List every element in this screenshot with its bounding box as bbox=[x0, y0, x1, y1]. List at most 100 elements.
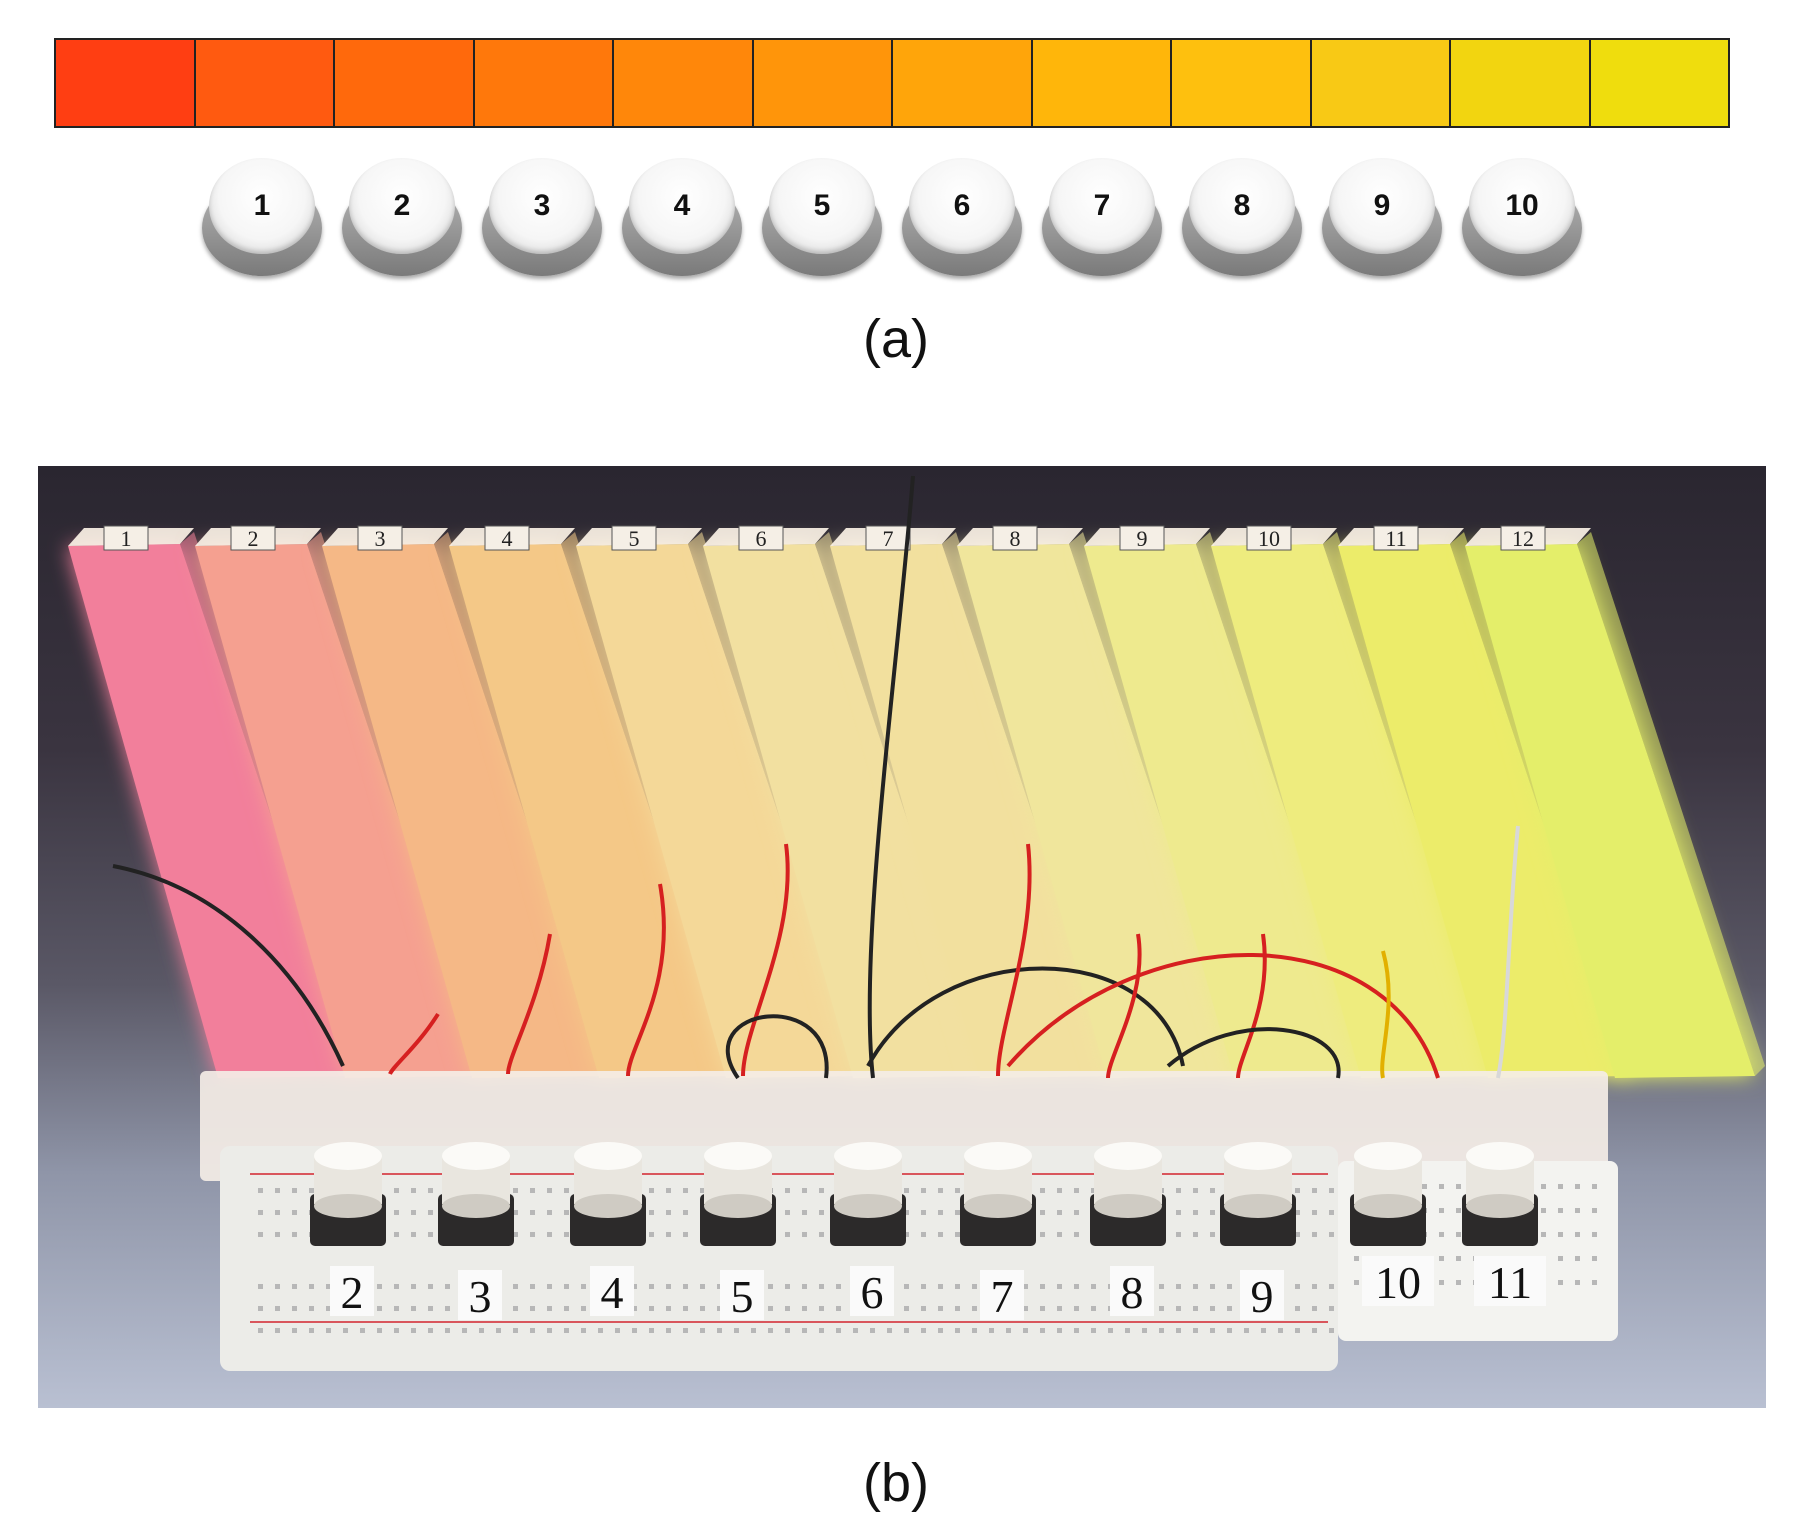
button-cap bbox=[209, 158, 315, 254]
color-swatch bbox=[335, 40, 475, 126]
number-button-10[interactable]: 10 bbox=[1462, 158, 1582, 276]
caption-a: (a) bbox=[863, 309, 929, 369]
button-label: 8 bbox=[1233, 189, 1251, 222]
svg-text:2: 2 bbox=[341, 1267, 364, 1318]
button-cap bbox=[349, 158, 455, 254]
svg-text:3: 3 bbox=[469, 1271, 492, 1322]
caption-b: (b) bbox=[863, 1453, 929, 1513]
jumper-wire bbox=[1006, 953, 1440, 1079]
color-swatch bbox=[56, 40, 196, 126]
jumper-wire bbox=[1236, 933, 1267, 1079]
bar-number-label: 7 bbox=[883, 526, 894, 551]
push-button-switch[interactable] bbox=[830, 1142, 906, 1246]
breadboard-number-label: 7 bbox=[980, 1270, 1024, 1322]
push-button-switch[interactable] bbox=[570, 1142, 646, 1246]
jumper-wire bbox=[1166, 1027, 1341, 1079]
breadboard-number-label: 3 bbox=[458, 1270, 502, 1322]
bar-number-label: 10 bbox=[1258, 526, 1280, 551]
breadboard-number-label: 6 bbox=[850, 1266, 894, 1318]
button-cap bbox=[1329, 158, 1435, 254]
number-button-3[interactable]: 3 bbox=[482, 158, 602, 276]
number-button-6[interactable]: 6 bbox=[902, 158, 1022, 276]
breadboard-number-label: 9 bbox=[1240, 1270, 1284, 1322]
bar-number-label: 12 bbox=[1512, 526, 1534, 551]
button-cap bbox=[489, 158, 595, 254]
svg-text:7: 7 bbox=[991, 1271, 1014, 1322]
button-label: 7 bbox=[1093, 189, 1111, 222]
button-label: 4 bbox=[673, 189, 691, 222]
push-button-switch[interactable] bbox=[960, 1142, 1036, 1246]
color-swatch bbox=[1451, 40, 1591, 126]
svg-text:4: 4 bbox=[601, 1267, 624, 1318]
jumper-wire bbox=[626, 883, 666, 1077]
push-button-switch[interactable] bbox=[310, 1142, 386, 1246]
svg-text:6: 6 bbox=[861, 1267, 884, 1318]
button-label: 9 bbox=[1373, 189, 1391, 222]
button-row: 1 2 3 4 5 6 7 8 9 10 bbox=[0, 158, 1796, 278]
jumper-wire bbox=[112, 864, 345, 1067]
jumper-wire bbox=[996, 843, 1032, 1077]
push-button-switch[interactable] bbox=[1350, 1142, 1426, 1246]
push-button-switch[interactable] bbox=[700, 1142, 776, 1246]
number-button-5[interactable]: 5 bbox=[762, 158, 882, 276]
number-button-8[interactable]: 8 bbox=[1182, 158, 1302, 276]
jumper-wire bbox=[867, 475, 915, 1079]
button-cap bbox=[1469, 158, 1575, 254]
jumper-wire bbox=[1106, 933, 1142, 1079]
jumper-wire bbox=[506, 933, 552, 1075]
svg-text:10: 10 bbox=[1375, 1257, 1421, 1308]
jumper-wire bbox=[725, 1014, 829, 1080]
color-swatch bbox=[1172, 40, 1312, 126]
bar-number-label: 11 bbox=[1385, 526, 1406, 551]
bar-number-label: 3 bbox=[375, 526, 386, 551]
button-label: 2 bbox=[393, 189, 411, 222]
button-label: 10 bbox=[1505, 189, 1539, 222]
push-button-switch[interactable] bbox=[1220, 1142, 1296, 1246]
bar-number-label: 2 bbox=[248, 526, 259, 551]
breadboard-number-label: 11 bbox=[1474, 1256, 1546, 1308]
breadboard-main bbox=[220, 1146, 1338, 1371]
jumper-wire bbox=[866, 966, 1185, 1067]
jumper-wire bbox=[741, 843, 790, 1077]
color-swatch bbox=[753, 40, 893, 126]
bar-number-label: 5 bbox=[629, 526, 640, 551]
color-swatch bbox=[474, 40, 614, 126]
jumper-wire bbox=[1496, 825, 1520, 1079]
breadboard-number-label: 5 bbox=[720, 1270, 764, 1322]
color-swatch bbox=[1590, 40, 1728, 126]
bar-number-label: 1 bbox=[121, 526, 132, 551]
breadboard-number-label: 4 bbox=[590, 1266, 634, 1318]
button-label: 1 bbox=[253, 189, 271, 222]
color-swatch bbox=[1032, 40, 1172, 126]
bar-number-label: 4 bbox=[502, 526, 513, 551]
button-label: 3 bbox=[533, 189, 551, 222]
number-button-9[interactable]: 9 bbox=[1322, 158, 1442, 276]
bar-number-label: 9 bbox=[1137, 526, 1148, 551]
color-swatch bbox=[1311, 40, 1451, 126]
svg-text:11: 11 bbox=[1488, 1257, 1532, 1308]
color-strip bbox=[54, 38, 1730, 128]
color-swatch bbox=[893, 40, 1033, 126]
number-button-1[interactable]: 1 bbox=[202, 158, 322, 276]
push-button-switch[interactable] bbox=[1462, 1142, 1538, 1246]
jumper-wire bbox=[1380, 950, 1391, 1079]
button-cap bbox=[1049, 158, 1155, 254]
breadboard-number-label: 8 bbox=[1110, 1266, 1154, 1318]
light-bar-12: 12 bbox=[1465, 525, 1765, 1078]
color-swatch bbox=[614, 40, 754, 126]
svg-text:8: 8 bbox=[1121, 1267, 1144, 1318]
button-label: 6 bbox=[953, 189, 971, 222]
svg-text:9: 9 bbox=[1251, 1271, 1274, 1322]
bar-number-label: 8 bbox=[1010, 526, 1021, 551]
number-button-4[interactable]: 4 bbox=[622, 158, 742, 276]
bar-number-label: 6 bbox=[756, 526, 767, 551]
push-button-switch[interactable] bbox=[438, 1142, 514, 1246]
jumper-wire bbox=[388, 1012, 440, 1075]
button-label: 5 bbox=[813, 189, 831, 222]
number-button-7[interactable]: 7 bbox=[1042, 158, 1162, 276]
number-button-2[interactable]: 2 bbox=[342, 158, 462, 276]
color-swatch bbox=[195, 40, 335, 126]
push-button-switch[interactable] bbox=[1090, 1142, 1166, 1246]
